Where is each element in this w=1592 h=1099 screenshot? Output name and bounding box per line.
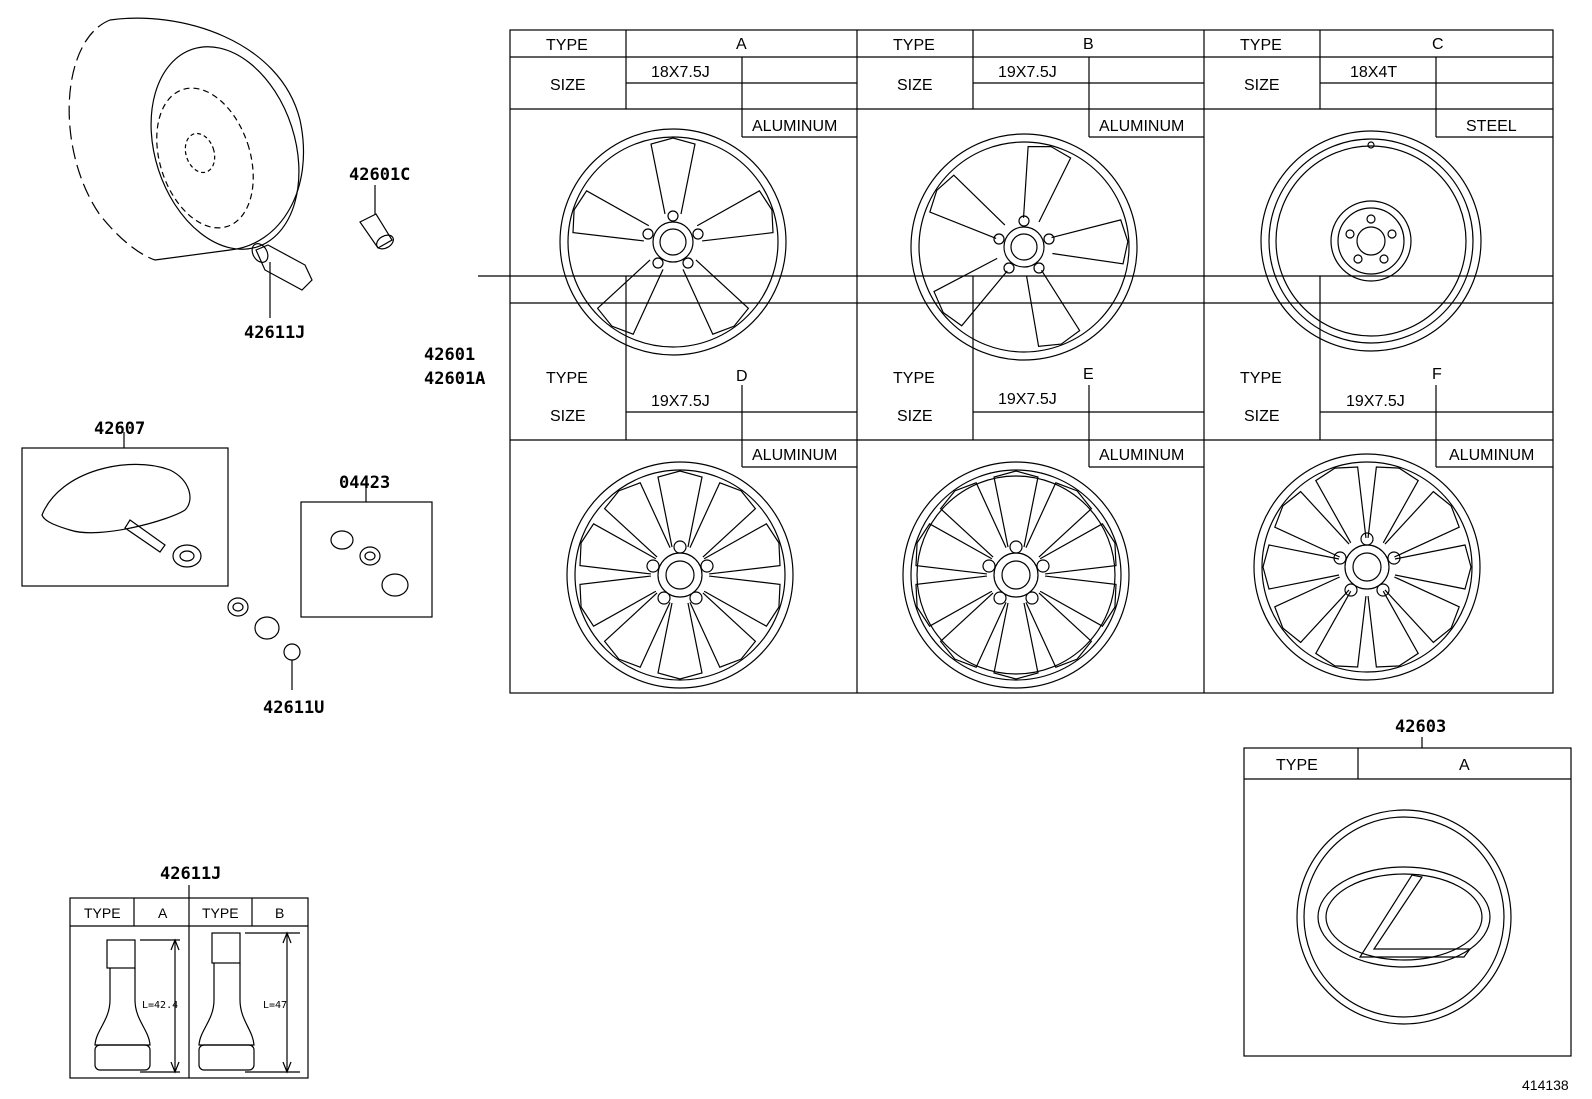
wheel-e-drawing — [902, 461, 1130, 689]
label-size: SIZE — [897, 408, 933, 425]
wheel-type-value: D — [736, 368, 748, 385]
sensor-box — [21, 432, 229, 587]
label-type: TYPE — [84, 905, 121, 921]
label-type: TYPE — [1276, 757, 1318, 774]
valve-stem-drawing — [251, 243, 313, 318]
wheel-material-value: STEEL — [1466, 118, 1517, 135]
wheel-size-value: 18X7.5J — [651, 64, 710, 81]
label-size: SIZE — [550, 408, 586, 425]
wheel-cell-subgrid — [625, 30, 1553, 468]
valve-length-a: L=42.4 — [142, 1000, 178, 1011]
label-type: TYPE — [546, 37, 588, 54]
grommet-kit-box — [300, 486, 433, 618]
wheel-d-drawing — [566, 461, 794, 689]
valve-parts-drawing — [227, 597, 301, 690]
figure-id: 414138 — [1522, 1077, 1569, 1093]
wheel-material-value: ALUMINUM — [1099, 118, 1184, 135]
callout-42611j-bottom: 42611J — [160, 864, 221, 884]
valve-length-b: L=47 — [263, 1000, 287, 1011]
label-type: TYPE — [202, 905, 239, 921]
valve-type-b-drawing — [198, 931, 300, 1074]
label-type: TYPE — [893, 37, 935, 54]
callout-04423: 04423 — [339, 473, 390, 493]
wheel-b-drawing — [910, 133, 1138, 361]
wheel-size-value: 18X4T — [1350, 64, 1397, 81]
wheel-size-value: 19X7.5J — [651, 393, 710, 410]
wheel-type-value: B — [1083, 36, 1094, 53]
label-type: TYPE — [893, 370, 935, 387]
callout-42611j-top: 42611J — [244, 323, 305, 343]
label-size: SIZE — [897, 77, 933, 94]
callout-42601a: 42601A — [424, 369, 485, 389]
label-type: TYPE — [1240, 370, 1282, 387]
callout-42607: 42607 — [94, 419, 145, 439]
wheel-type-value: A — [736, 36, 747, 53]
label-size: SIZE — [1244, 77, 1280, 94]
wheel-type-value: F — [1432, 366, 1442, 383]
wheel-material-value: ALUMINUM — [1449, 447, 1534, 464]
cap-table-grid — [1243, 737, 1572, 1057]
wheel-size-value: 19X7.5J — [998, 64, 1057, 81]
wheel-type-value: C — [1432, 36, 1444, 53]
callout-42611u: 42611U — [263, 698, 324, 718]
wheel-material-value: ALUMINUM — [752, 447, 837, 464]
lexus-emblem-drawing — [1296, 809, 1512, 1025]
wheel-type-value: E — [1083, 366, 1094, 383]
label-size: SIZE — [550, 77, 586, 94]
wheel-nut-drawing — [359, 185, 394, 250]
label-size: SIZE — [1244, 408, 1280, 425]
wheel-material-value: ALUMINUM — [1099, 447, 1184, 464]
wheel-size-value: 19X7.5J — [1346, 393, 1405, 410]
valve-type-b-value: B — [275, 905, 284, 921]
valve-type-a-drawing — [94, 938, 180, 1074]
wheel-f-drawing — [1253, 453, 1481, 681]
callout-42601: 42601 — [424, 345, 475, 365]
wheel-size-value: 19X7.5J — [998, 391, 1057, 408]
label-type: TYPE — [546, 370, 588, 387]
wheel-c-drawing — [1260, 130, 1482, 352]
label-type: TYPE — [1240, 37, 1282, 54]
valve-type-a-value: A — [158, 905, 168, 921]
valve-table-grid — [69, 885, 309, 1079]
callout-42601c: 42601C — [349, 165, 410, 185]
cap-type-value: A — [1459, 757, 1470, 774]
callout-42603: 42603 — [1395, 717, 1446, 737]
wheel-material-value: ALUMINUM — [752, 118, 837, 135]
tire-assembly-drawing — [68, 17, 305, 261]
wheel-a-drawing — [559, 128, 787, 356]
